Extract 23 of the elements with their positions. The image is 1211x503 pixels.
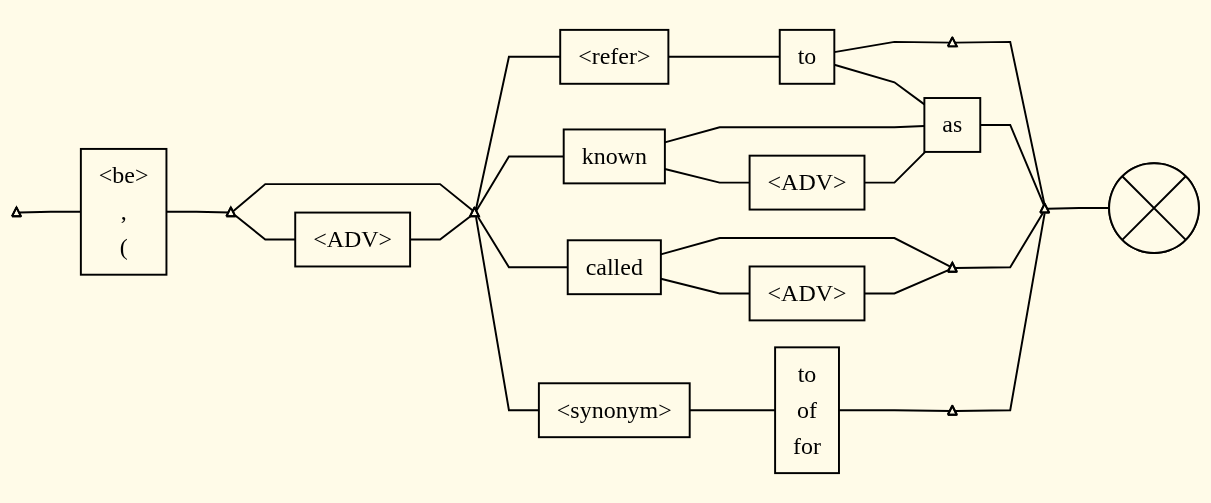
connector-line xyxy=(954,212,1046,412)
empty-state-triangle xyxy=(225,206,237,218)
state-box: as xyxy=(923,97,982,153)
empty-state-triangle xyxy=(1039,202,1051,214)
state-box: <ADV> xyxy=(748,265,866,322)
empty-state-triangle xyxy=(11,206,22,218)
empty-state-triangle xyxy=(946,36,958,48)
state-box: to of for xyxy=(774,346,840,475)
connector-line xyxy=(954,212,1044,269)
final-state-icon xyxy=(1108,162,1200,254)
state-box: <synonym> xyxy=(537,382,691,439)
state-box: <ADV> xyxy=(748,154,866,211)
state-box: <refer> xyxy=(559,28,670,85)
empty-state-triangle xyxy=(946,261,958,273)
empty-state-triangle xyxy=(469,206,480,218)
state-box: called xyxy=(566,239,662,296)
connector-line xyxy=(232,183,475,213)
state-box: <ADV> xyxy=(294,211,412,268)
connector-line xyxy=(838,409,952,412)
state-box: to xyxy=(778,28,836,85)
state-box: <be> , ( xyxy=(79,147,168,276)
state-box: known xyxy=(562,128,666,185)
empty-state-triangle xyxy=(946,404,958,416)
